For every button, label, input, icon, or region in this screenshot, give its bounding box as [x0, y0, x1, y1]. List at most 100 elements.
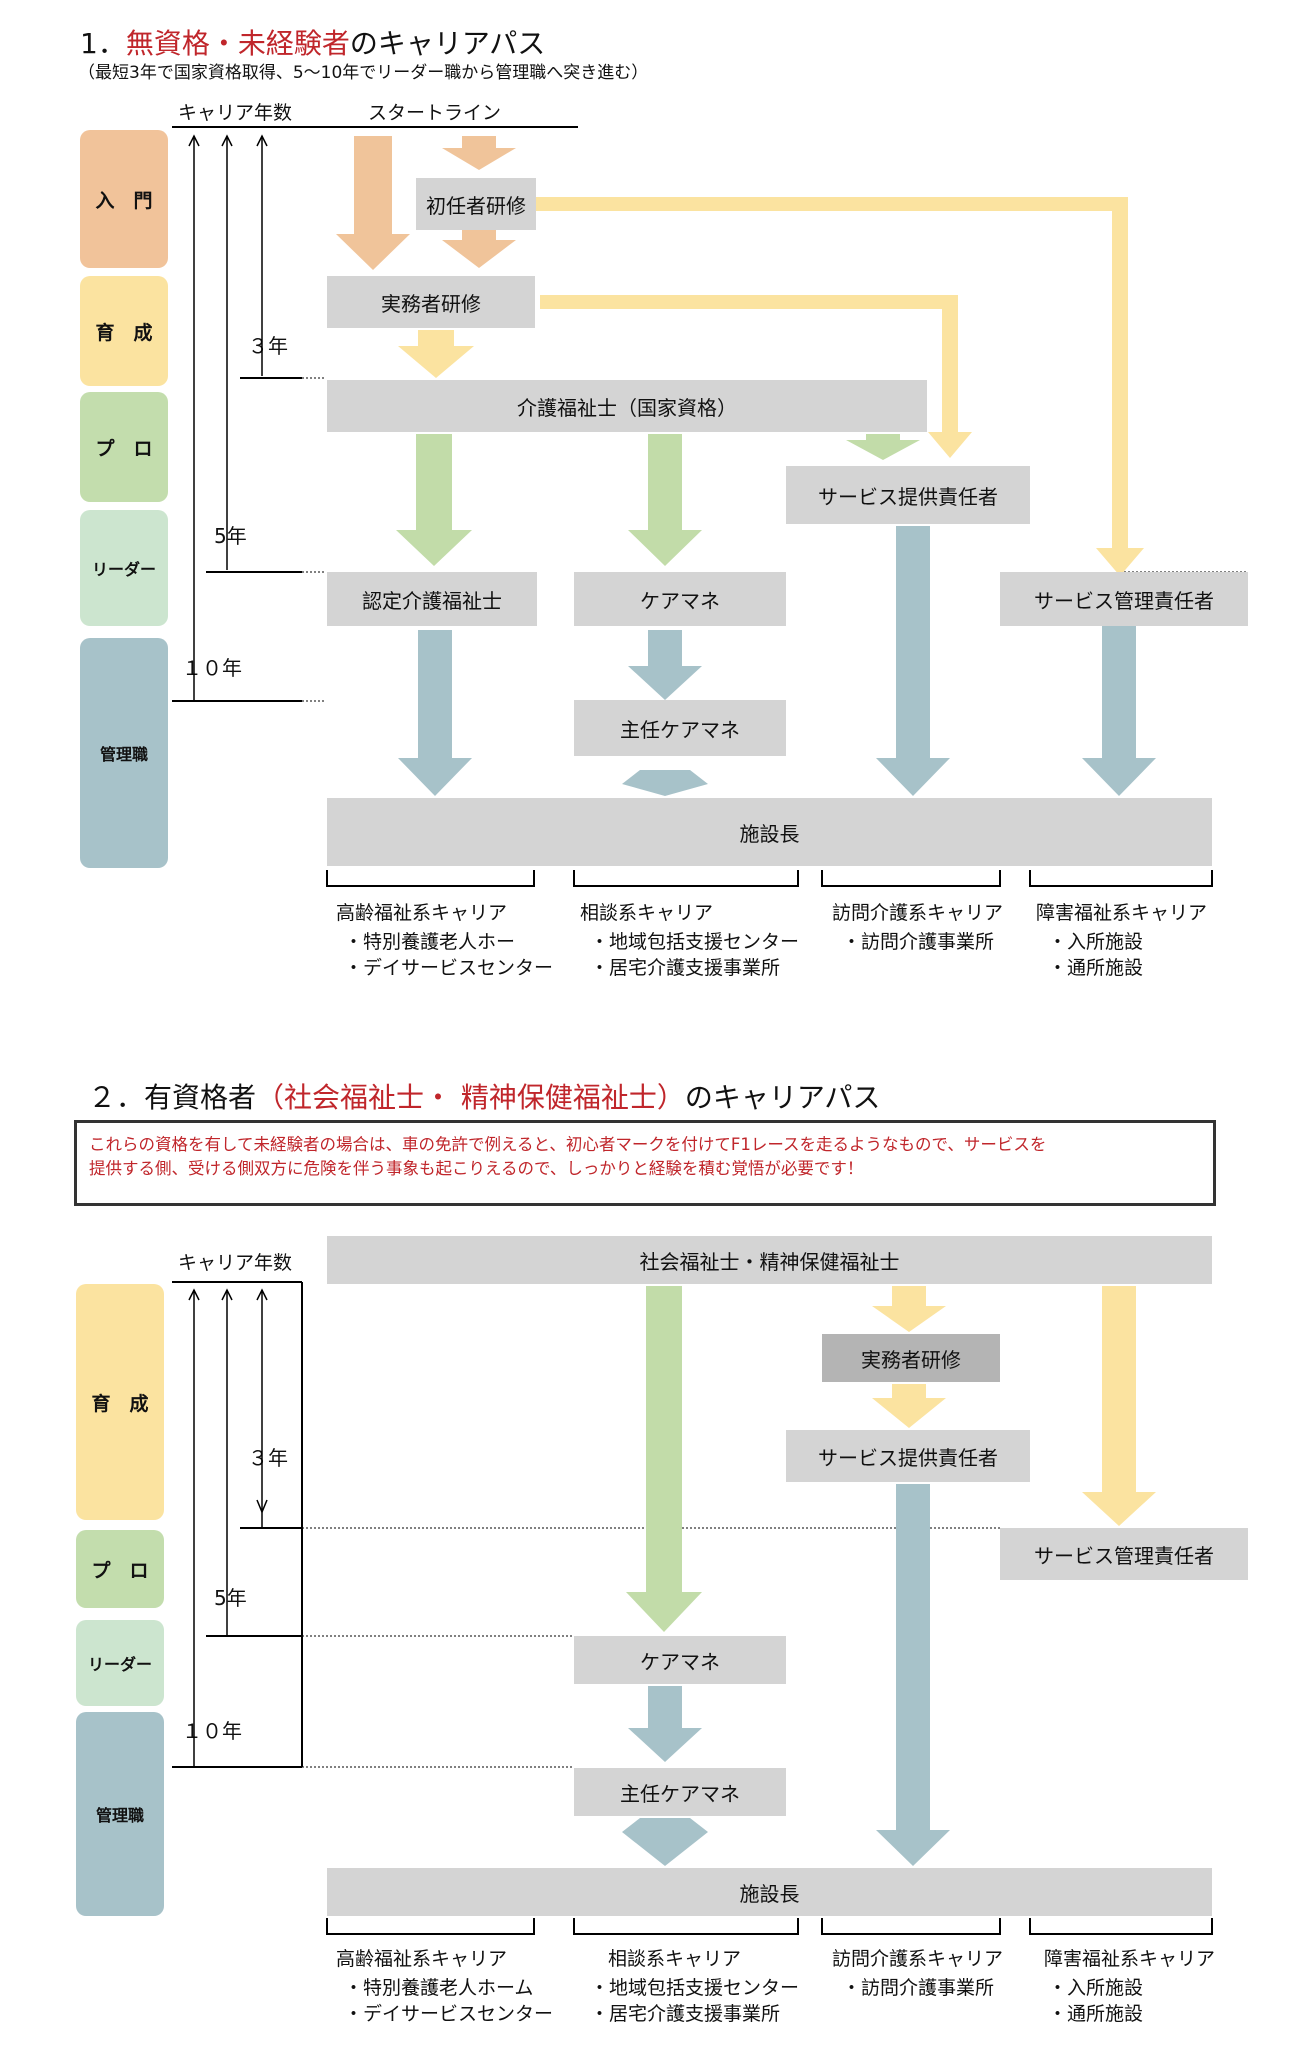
s2-stage-pro: プ ロ	[76, 1530, 164, 1608]
s2-box-service-kanri: サービス管理責任者	[1000, 1528, 1248, 1580]
section1-subtitle: （最短3年で国家資格取得、5～10年でリーダー職から管理職へ突き進む）	[78, 63, 649, 83]
s1-box-service-teikyo: サービス提供責任者	[786, 466, 1030, 524]
s2-item-consult-1: ・地域包括支援センター	[590, 1977, 800, 1999]
s1-vline-10-arrowhead	[188, 134, 200, 147]
section2-title-prefix: ２．有資格者	[88, 1081, 257, 1114]
s2-arrow-jitsumusha-to-teikyo	[872, 1384, 946, 1428]
s1-bracket-elderly	[326, 870, 535, 887]
s1-stage-entry: 入 門	[80, 130, 168, 268]
s2-arrow-teikyo-to-shisetsucho	[876, 1484, 950, 1866]
s2-notice-line2: 提供する側、受ける側双方に危険を伴う事象も起こりえるので、しっかりと経験を積む覚…	[89, 1159, 864, 1178]
s2-vline-3-arrowhead	[256, 1288, 268, 1301]
s1-item-disability-1: ・入所施設	[1048, 931, 1144, 953]
s1-bracket-disability	[1029, 870, 1213, 887]
section2-title-highlight: （社会福祉士・ 精神保健福祉士）	[256, 1081, 685, 1114]
s2-notice-line1: これらの資格を有して未経験者の場合は、車の免許で例えると、初心者マークを付けてF…	[89, 1135, 1047, 1154]
s1-item-disability-2: ・通所施設	[1048, 957, 1144, 979]
s1-box-service-kanri: サービス管理責任者	[1000, 572, 1248, 626]
s2-box-shakai: 社会福祉士・精神保健福祉士	[327, 1236, 1212, 1284]
s2-category-visit: 訪問介護系キャリア	[832, 1948, 1004, 1970]
s2-stage-management: 管理職	[76, 1712, 164, 1916]
s2-category-elderly: 高齢福祉系キャリア	[336, 1948, 508, 1970]
s2-arrow-shunin-to-shisetsucho	[622, 1818, 708, 1866]
s1-arrow-caremane-to-shunin	[628, 630, 702, 700]
s1-item-elderly-1: ・特別養護老人ホー	[344, 931, 516, 953]
section2-title: ２．有資格者（社会福祉士・ 精神保健福祉士）のキャリアパス	[88, 1076, 880, 1116]
s2-category-consult: 相談系キャリア	[608, 1948, 742, 1970]
s1-year-5: 5年	[214, 524, 247, 548]
s1-bracket-consult	[573, 870, 799, 887]
section1-title: 1．無資格・未経験者のキャリアパス	[80, 22, 545, 62]
s2-stage-leader: リーダー	[76, 1620, 164, 1706]
s2-year-3: ３年	[248, 1446, 288, 1470]
s1-arrow-shunin-to-shisetsucho	[622, 770, 708, 796]
s2-category-disability: 障害福祉系キャリア	[1044, 1948, 1216, 1970]
s1-year-10: １０年	[182, 656, 242, 680]
s1-category-disability: 障害福祉系キャリア	[1036, 902, 1208, 924]
s1-box-jitsumusha: 実務者研修	[327, 276, 535, 328]
s1-category-visit: 訪問介護系キャリア	[832, 902, 1004, 924]
s1-item-consult-1: ・地域包括支援センター	[590, 931, 800, 953]
s1-category-elderly: 高齢福祉系キャリア	[336, 902, 508, 924]
s2-item-elderly-1: ・特別養護老人ホーム	[344, 1977, 534, 1999]
s2-bracket-elderly	[326, 1918, 535, 1935]
s2-bracket-consult	[573, 1918, 799, 1935]
s2-arrow-shakai-to-jitsumusha	[872, 1286, 946, 1332]
s1-item-elderly-2: ・デイサービスセンター	[344, 957, 554, 979]
s2-year-5: 5年	[214, 1586, 247, 1610]
s1-arrow-start-to-jitsumusha	[336, 136, 410, 270]
section1-title-highlight: 無資格・未経験者	[125, 27, 350, 60]
s1-item-visit-1: ・訪問介護事業所	[842, 931, 995, 953]
s2-year-10: １０年	[182, 1719, 242, 1743]
s2-box-jitsumusha: 実務者研修	[822, 1334, 1000, 1382]
s1-arrow-start-to-shoninsha	[442, 136, 516, 170]
s1-category-consult: 相談系キャリア	[580, 902, 714, 924]
s1-arrow-kaigo-to-caremane	[628, 434, 702, 566]
s2-box-caremane: ケアマネ	[574, 1636, 786, 1684]
s1-year-3: ３年	[248, 334, 288, 358]
s1-box-kaigo: 介護福祉士（国家資格）	[327, 380, 927, 432]
s2-box-service-teikyo: サービス提供責任者	[786, 1430, 1030, 1482]
s1-header-start: スタートライン	[368, 102, 502, 124]
s2-item-elderly-2: ・デイサービスセンター	[344, 2003, 554, 2025]
s2-vline-5-arrowhead	[221, 1288, 233, 1301]
s1-arrow-kanri-to-shisetsucho	[1082, 626, 1156, 796]
s1-arrow-kaigo-to-nintei	[396, 434, 472, 566]
s1-vline-3-arrowhead	[256, 134, 268, 147]
s2-bracket-disability	[1029, 1918, 1213, 1935]
s1-stage-pro: プ ロ	[80, 392, 168, 502]
s1-box-shisetsucho: 施設長	[327, 798, 1212, 866]
s1-arrow-nintei-to-shisetsucho	[398, 630, 472, 796]
section1-title-suffix: のキャリアパス	[349, 27, 546, 60]
s1-stage-leader: リーダー	[80, 510, 168, 626]
s2-arrow-shakai-to-kanri	[1082, 1286, 1156, 1526]
s1-bracket-visit	[821, 870, 1001, 887]
s2-notice-box: これらの資格を有して未経験者の場合は、車の免許で例えると、初心者マークを付けてF…	[74, 1120, 1216, 1206]
s1-stage-management: 管理職	[80, 638, 168, 868]
s2-item-consult-2: ・居宅介護支援事業所	[590, 2003, 781, 2025]
section1-title-prefix: 1．	[80, 27, 126, 60]
s2-item-disability-2: ・通所施設	[1048, 2003, 1144, 2025]
s2-item-disability-1: ・入所施設	[1048, 1977, 1144, 1999]
s1-box-shoninsha: 初任者研修	[416, 178, 536, 230]
s2-bracket-visit	[821, 1918, 1001, 1935]
s2-vline-10-arrowhead	[188, 1288, 200, 1301]
s1-header-years: キャリア年数	[178, 102, 293, 124]
s2-box-shunin: 主任ケアマネ	[574, 1768, 786, 1816]
s1-stage-training: 育 成	[80, 276, 168, 386]
s1-box-caremane: ケアマネ	[574, 572, 786, 626]
s2-vline-3-bottom-arrow	[256, 1499, 268, 1514]
s2-box-shisetsucho: 施設長	[327, 1868, 1212, 1916]
section2-title-suffix: のキャリアパス	[684, 1081, 881, 1114]
s1-vline-5-arrowhead	[221, 134, 233, 147]
s1-box-shunin: 主任ケアマネ	[574, 700, 786, 756]
s2-item-visit-1: ・訪問介護事業所	[842, 1977, 995, 1999]
s1-arrow-kaigo-to-teikyo	[846, 434, 920, 460]
s2-stage-training: 育 成	[76, 1284, 164, 1520]
s1-item-consult-2: ・居宅介護支援事業所	[590, 957, 781, 979]
s1-box-nintei: 認定介護福祉士	[327, 572, 537, 626]
s2-arrow-shakai-to-caremane	[626, 1286, 702, 1632]
s1-arrow-shoninsha-to-jitsumusha	[442, 230, 516, 268]
